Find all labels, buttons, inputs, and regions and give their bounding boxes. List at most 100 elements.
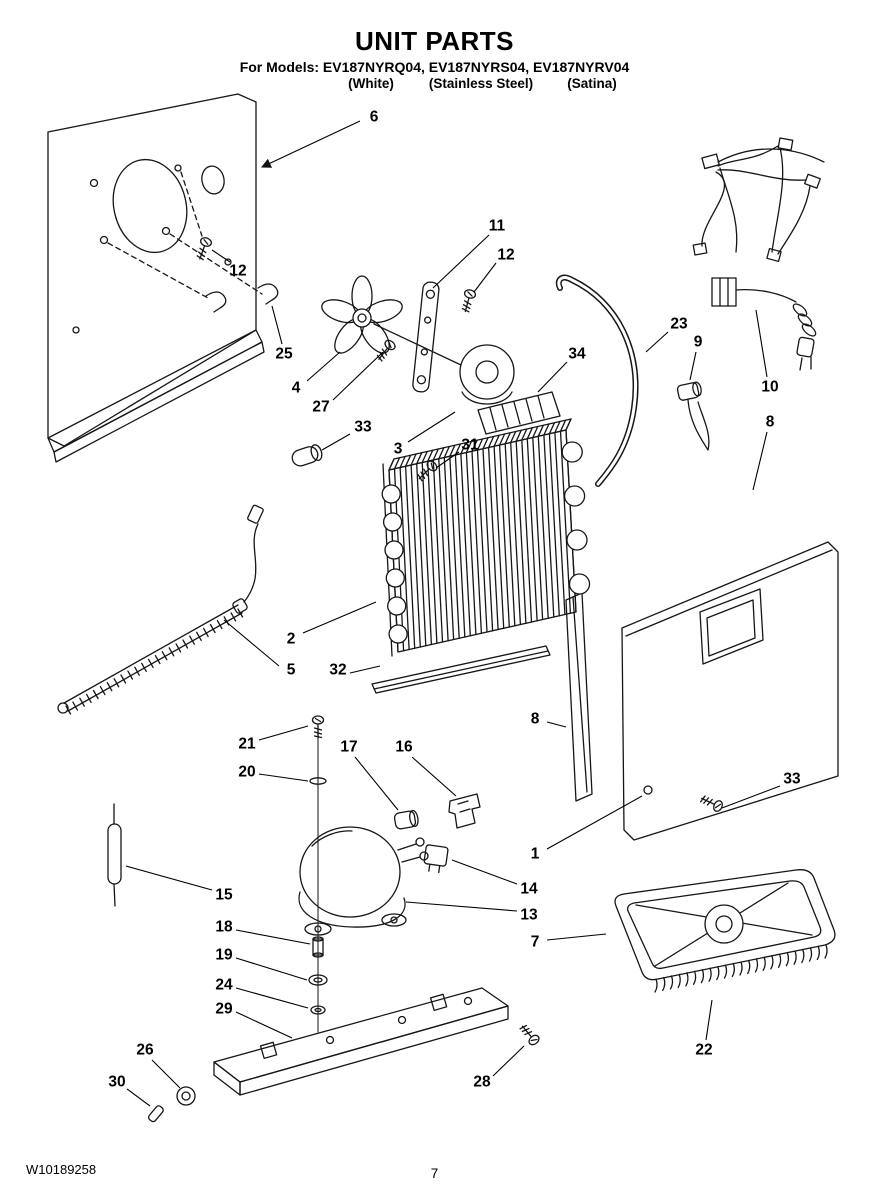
callout-18: 18 [215, 919, 233, 936]
leader-line-12 [211, 249, 231, 263]
leader-line-22 [705, 999, 713, 1041]
wire-harness [692, 137, 825, 371]
fan-blade [321, 275, 403, 354]
coil-fin-tick [487, 435, 495, 449]
leader-line-19 [235, 957, 308, 981]
coil-fin [438, 458, 449, 642]
coil-fin-tick [449, 444, 456, 457]
coil-fin-tick [460, 442, 467, 455]
coil-fin-tick [548, 422, 556, 435]
drain-pan [614, 869, 836, 993]
screw-28-icon [517, 1022, 542, 1048]
callout-8: 8 [531, 711, 540, 728]
leader-line-14 [451, 859, 518, 885]
callout-14: 14 [520, 881, 538, 898]
coil-fin-tick [410, 453, 417, 466]
finish-labels: (White) (Stainless Steel) (Satina) [0, 76, 869, 96]
leader-line-5 [223, 619, 280, 667]
callout-6: 6 [370, 109, 379, 126]
leader-line-33 [721, 785, 781, 809]
coil-tube-loop [385, 568, 405, 588]
leader-line-20 [258, 773, 309, 782]
coil-fin-tick [565, 418, 572, 431]
coil-fin-tick [510, 430, 517, 444]
coil-fin [482, 448, 494, 632]
coil-fin-tick [416, 452, 423, 465]
heater-tick [202, 627, 209, 638]
callout-33: 33 [783, 771, 801, 788]
pan-fringe-tick [723, 964, 728, 979]
callout-5: 5 [287, 662, 296, 679]
coil-fin-tick [438, 447, 445, 460]
heater-tick [120, 674, 127, 684]
coil-tube-loop [561, 441, 583, 463]
coil-base-rail [371, 645, 551, 694]
coil-fin [399, 466, 410, 651]
pan-fringe-tick [685, 972, 689, 987]
heater-tick [230, 612, 237, 622]
coil-tube-loop [382, 512, 403, 532]
leader-line-24 [235, 987, 309, 1009]
coil-fin [471, 450, 483, 634]
coil-fin [526, 438, 538, 622]
heater-tick [79, 697, 85, 707]
callout-34: 34 [568, 346, 586, 363]
coil-fin-tick [454, 443, 462, 456]
coil-fins [388, 418, 577, 653]
heater-tick [65, 705, 72, 715]
leader-line-30 [126, 1088, 151, 1107]
screw-33-lower-icon [698, 792, 725, 814]
coil-tube-loop [384, 540, 404, 560]
coil-fin [504, 443, 516, 627]
pan-fringe-tick [777, 953, 782, 968]
leader-line-27 [332, 351, 384, 401]
leader-line-3 [407, 411, 456, 443]
base-rail [213, 987, 509, 1096]
coil-fin [460, 453, 471, 637]
coil-fin [521, 439, 533, 623]
pan-fringe-tick [816, 945, 820, 961]
callout-31: 31 [461, 437, 479, 454]
heater-tick [134, 666, 140, 676]
coil-fin [487, 446, 499, 631]
fan-motor [373, 323, 515, 405]
pan-fringe-tick [662, 976, 666, 992]
heater-tick [106, 682, 113, 692]
callout-33: 33 [354, 419, 372, 436]
coil-fin [515, 440, 527, 624]
heater-tick [154, 654, 161, 665]
finish-satina-label: (Satina) [567, 76, 617, 91]
screw-27-icon [373, 337, 398, 364]
wire-clip [676, 381, 710, 451]
coil-fin-tick [559, 419, 567, 432]
heater-tick [209, 623, 216, 634]
coil-tube-loop [387, 596, 407, 616]
coil-fin [449, 455, 460, 639]
coil-fin [559, 430, 572, 614]
coil-fin-tick [482, 437, 489, 450]
heater-tick [72, 701, 79, 711]
compressor-mounting-bolt [308, 737, 328, 1033]
leader-line-10 [755, 309, 768, 378]
callout-1: 1 [531, 846, 540, 863]
callout-30: 30 [108, 1074, 125, 1091]
heater-tick [161, 651, 168, 661]
callout-4: 4 [292, 380, 301, 397]
terminal-cap [393, 809, 419, 830]
screw-21-icon [311, 715, 325, 739]
pan-fringe-tick [793, 950, 797, 965]
page-number: 7 [430, 1166, 439, 1181]
fan-motor-bracket [412, 281, 440, 393]
coil-fin [416, 463, 427, 647]
coil-fin [476, 449, 488, 633]
coil-fin-tick [521, 428, 528, 441]
callout-22: 22 [695, 1042, 712, 1059]
heater-clips [205, 283, 279, 313]
coil-fin [454, 454, 466, 638]
finish-white-label: (White) [348, 76, 394, 91]
leader-line-16 [411, 756, 457, 797]
leader-line-13 [405, 901, 518, 912]
pan-fringe-tick [669, 975, 674, 990]
rear-access-panel [47, 93, 265, 463]
